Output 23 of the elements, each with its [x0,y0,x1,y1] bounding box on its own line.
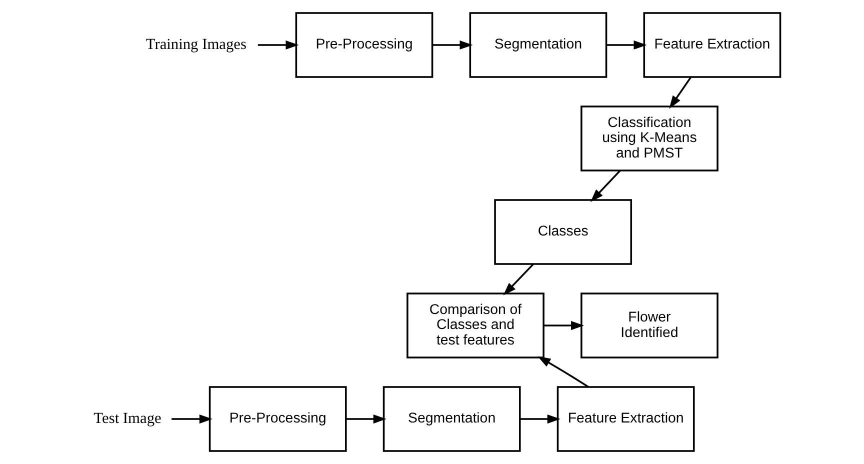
arrow [258,40,299,50]
arrow [172,414,212,424]
node-box: Classes [494,199,632,265]
node-box: Comparison of Classes and test features [406,292,544,358]
arrow [669,76,692,109]
arrow [520,414,560,424]
arrow [590,170,621,202]
node-box: Segmentation [382,386,521,452]
arrow [606,40,647,50]
arrow [432,40,473,50]
node-box: Classification using K-Means and PMST [580,106,718,172]
node-box: Flower Identified [580,292,718,358]
arrow [538,356,589,388]
node-box: Pre-Processing [208,386,347,452]
node-text: Training Images [146,36,246,54]
node-text: Test Image [94,410,162,428]
arrow [544,320,584,330]
node-box: Feature Extraction [643,12,782,78]
arrow [346,414,386,424]
node-box: Pre-Processing [295,12,434,78]
node-box: Feature Extraction [556,386,695,452]
arrow [503,263,534,296]
node-box: Segmentation [469,12,608,78]
